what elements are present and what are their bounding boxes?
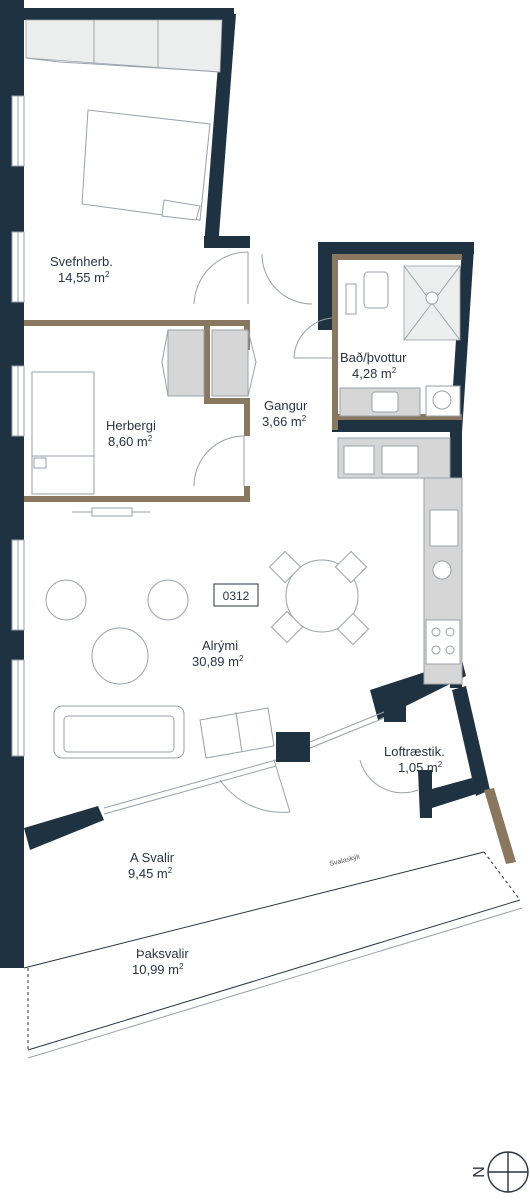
room-name: A Svalir: [130, 850, 175, 865]
svg-text:9,45 m2: 9,45 m2: [128, 866, 173, 881]
room-name: Þaksvalir: [136, 946, 189, 961]
room-label-svefnherb: Svefnherb. 14,55 m2: [50, 254, 113, 285]
bathroom-fixtures: [293, 265, 461, 417]
svg-text:4,28 m2: 4,28 m2: [352, 366, 397, 381]
sliding-doors: [103, 711, 385, 815]
room-label-loftraestik: Loftræstik. 1,05 m2: [384, 744, 445, 775]
room-label-svalir: A Svalir 9,45 m2: [128, 850, 175, 881]
sofa: [53, 705, 185, 759]
room-label-alrymi: Alrými 30,89 m2: [192, 638, 244, 669]
room-name: Loftræstik.: [384, 744, 445, 759]
apartment-number-box: 0312: [213, 583, 259, 607]
single-bed: [31, 371, 95, 495]
coffee-table: [91, 627, 149, 685]
compass-north-letter: N: [471, 1166, 488, 1178]
entrance-area: [199, 707, 419, 813]
herbergi-wardrobe: [161, 329, 257, 397]
room-label-thaksvalir: Þaksvalir 10,99 m2: [132, 946, 189, 977]
room-label-gangur: Gangur 3,66 m2: [262, 398, 308, 429]
room-label-bad: Bað/þvottur 4,28 m2: [340, 350, 407, 381]
svg-text:30,89 m2: 30,89 m2: [192, 654, 244, 669]
room-name: Alrými: [202, 638, 238, 653]
svg-text:3,66 m2: 3,66 m2: [262, 414, 307, 429]
herbergi-door-swing: [193, 435, 245, 487]
interior-partitions: [24, 254, 462, 502]
double-bed: [81, 109, 211, 221]
room-name: Herbergi: [106, 418, 156, 433]
room-label-herbergi: Herbergi 8,60 m2: [106, 418, 156, 449]
svg-text:10,99 m2: 10,99 m2: [132, 962, 184, 977]
kitchen-counter: [337, 437, 463, 685]
svg-text:8,60 m2: 8,60 m2: [108, 434, 153, 449]
balcony-edges: [23, 788, 523, 1059]
svalaskyli-label: Svalaskýli: [329, 854, 361, 868]
bedroom-wardrobe: [25, 19, 223, 73]
herbergi-window: [72, 507, 150, 517]
dining-table: [268, 550, 370, 646]
room-name: Bað/þvottur: [340, 350, 407, 365]
bedroom-door-swing: [193, 251, 313, 305]
armchairs: [45, 579, 189, 621]
apartment-number: 0312: [223, 589, 250, 603]
room-name: Gangur: [264, 398, 308, 413]
compass-icon: N: [471, 1151, 529, 1193]
svg-text:1,05 m2: 1,05 m2: [398, 760, 443, 775]
svg-text:14,55 m2: 14,55 m2: [58, 270, 110, 285]
room-name: Svefnherb.: [50, 254, 113, 269]
